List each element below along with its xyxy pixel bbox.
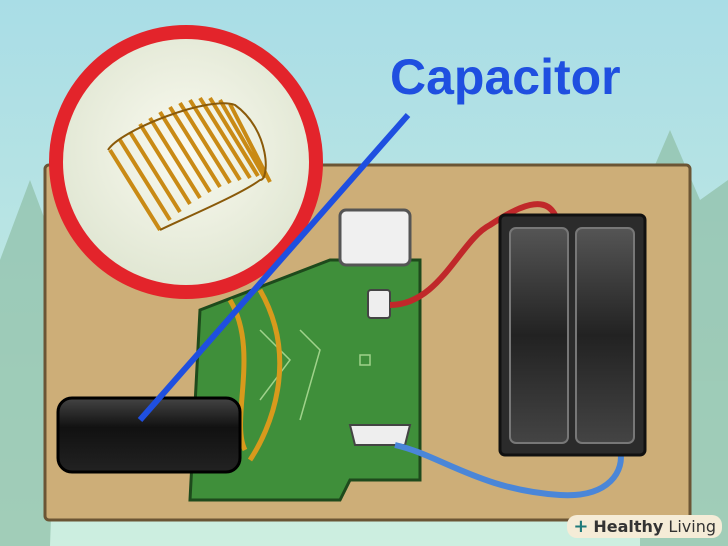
watermark-brand-suffix: Living	[668, 517, 716, 536]
pointer-line	[137, 113, 411, 422]
watermark-brand: Healthy	[593, 517, 664, 536]
plus-leaf-icon: +	[573, 516, 589, 537]
coil	[107, 96, 272, 232]
capacitor-label: Capacitor	[390, 49, 621, 105]
capacitor	[56, 396, 242, 474]
red-wire	[389, 201, 558, 308]
white-component	[338, 208, 412, 267]
blue-wire	[394, 442, 624, 499]
battery-cell	[509, 227, 569, 444]
magnifier-circle	[49, 25, 323, 299]
watermark: +Healthy Living	[567, 515, 722, 538]
battery-cell	[575, 227, 635, 444]
